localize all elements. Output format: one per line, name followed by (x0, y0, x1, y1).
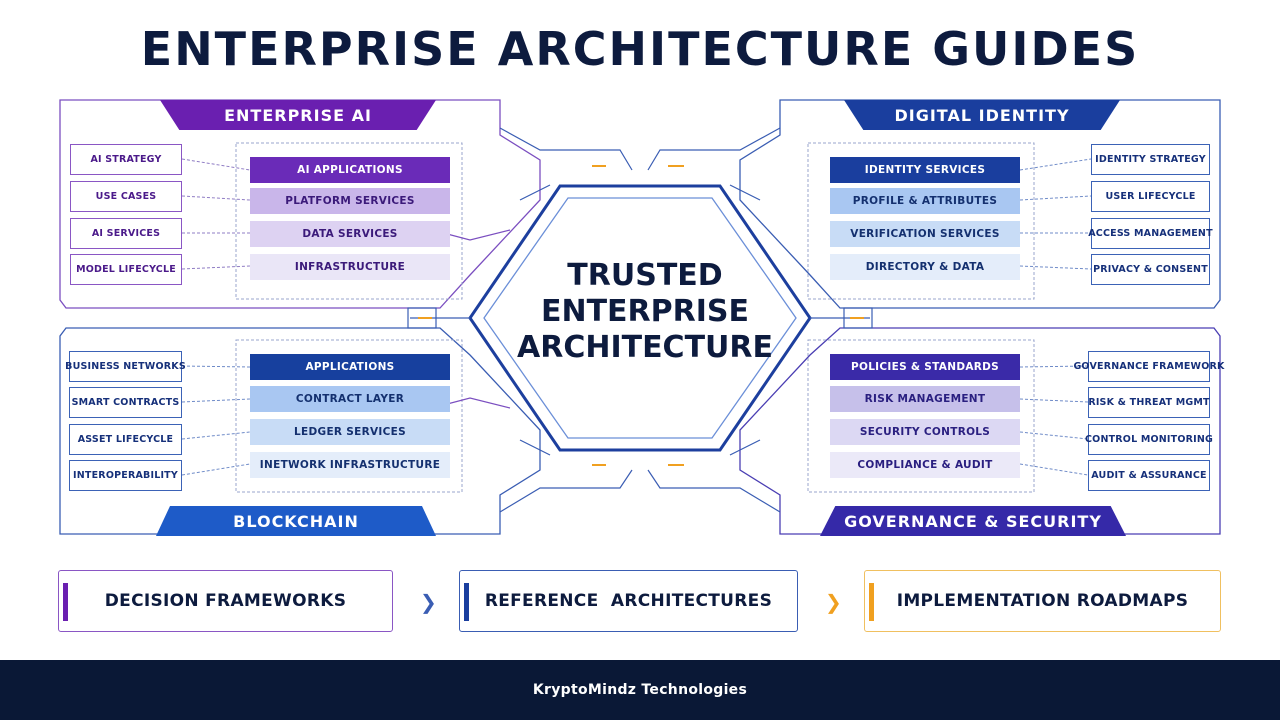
gs-layer: SECURITY CONTROLS (830, 419, 1020, 445)
di-side-box: PRIVACY & CONSENT (1091, 254, 1210, 285)
flow-label: IMPLEMENTATION ROADMAPS (896, 591, 1189, 611)
ai-layer: INFRASTRUCTURE (250, 254, 450, 280)
flow-label: DECISION FRAMEWORKS (104, 591, 347, 611)
flow-reference-architectures: REFERENCE ARCHITECTURES (459, 570, 798, 632)
banner-digital-identity: DIGITAL IDENTITY (844, 100, 1120, 130)
frame-blockchain (59, 327, 541, 535)
ai-layer: AI APPLICATIONS (250, 157, 450, 183)
bc-side-box: ASSET LIFECYCLE (69, 424, 182, 455)
bc-side-box: BUSINESS NETWORKS (65, 351, 186, 382)
flow-label: REFERENCE ARCHITECTURES (484, 591, 773, 611)
bc-layer: INETWORK INFRASTRUCTURE (250, 452, 450, 478)
gs-side-box: GOVERNANCE FRAMEWORK (1073, 351, 1224, 382)
center-hexagon-inner (483, 197, 797, 439)
arrow-right-icon: ❯ (825, 590, 842, 614)
ai-side-box: AI SERVICES (70, 218, 182, 249)
ai-layer: PLATFORM SERVICES (250, 188, 450, 214)
di-side-box: IDENTITY STRATEGY (1091, 144, 1210, 175)
gs-side-box: RISK & THREAT MGMT (1088, 387, 1210, 418)
gs-layer: COMPLIANCE & AUDIT (830, 452, 1020, 478)
bc-side-box: INTEROPERABILITY (69, 460, 182, 491)
di-layer: IDENTITY SERVICES (830, 157, 1020, 183)
page-title: ENTERPRISE ARCHITECTURE GUIDES (140, 22, 1140, 76)
di-side-box: USER LIFECYCLE (1091, 181, 1210, 212)
flow-accent-bar (63, 583, 68, 621)
di-layer: VERIFICATION SERVICES (830, 221, 1020, 247)
gs-side-box: CONTROL MONITORING (1085, 424, 1213, 455)
ai-layer: DATA SERVICES (250, 221, 450, 247)
center-label: TRUSTED ENTERPRISE ARCHITECTURE (500, 258, 790, 366)
gs-side-box: AUDIT & ASSURANCE (1088, 460, 1210, 491)
di-layer: PROFILE & ATTRIBUTES (830, 188, 1020, 214)
flow-decision-frameworks: DECISION FRAMEWORKS (58, 570, 393, 632)
di-layer: DIRECTORY & DATA (830, 254, 1020, 280)
ai-side-box: AI STRATEGY (70, 144, 182, 175)
bc-layer: LEDGER SERVICES (250, 419, 450, 445)
center-line-2: ENTERPRISE (540, 294, 749, 329)
ai-side-box: USE CASES (70, 181, 182, 212)
gs-layer: POLICIES & STANDARDS (830, 354, 1020, 380)
frame-enterprise-ai (59, 99, 541, 309)
bc-side-box: SMART CONTRACTS (69, 387, 182, 418)
bc-layer: CONTRACT LAYER (250, 386, 450, 412)
flow-accent-bar (464, 583, 469, 621)
center-line-1: TRUSTED (567, 258, 723, 293)
ai-side-box: MODEL LIFECYCLE (70, 254, 182, 285)
footer-brand: KryptoMindz Technologies (0, 660, 1280, 720)
banner-governance-security: GOVERNANCE & SECURITY (820, 506, 1126, 536)
flow-accent-bar (869, 583, 874, 621)
frame-digital-identity (739, 99, 1221, 309)
gs-layer: RISK MANAGEMENT (830, 386, 1020, 412)
center-line-3: ARCHITECTURE (517, 330, 773, 365)
banner-blockchain: BLOCKCHAIN (156, 506, 436, 536)
arrow-right-icon: ❯ (420, 590, 437, 614)
di-side-box: ACCESS MANAGEMENT (1088, 218, 1213, 249)
bc-layer: APPLICATIONS (250, 354, 450, 380)
frame-governance (739, 327, 1221, 535)
flow-implementation-roadmaps: IMPLEMENTATION ROADMAPS (864, 570, 1221, 632)
banner-enterprise-ai: ENTERPRISE AI (160, 100, 436, 130)
